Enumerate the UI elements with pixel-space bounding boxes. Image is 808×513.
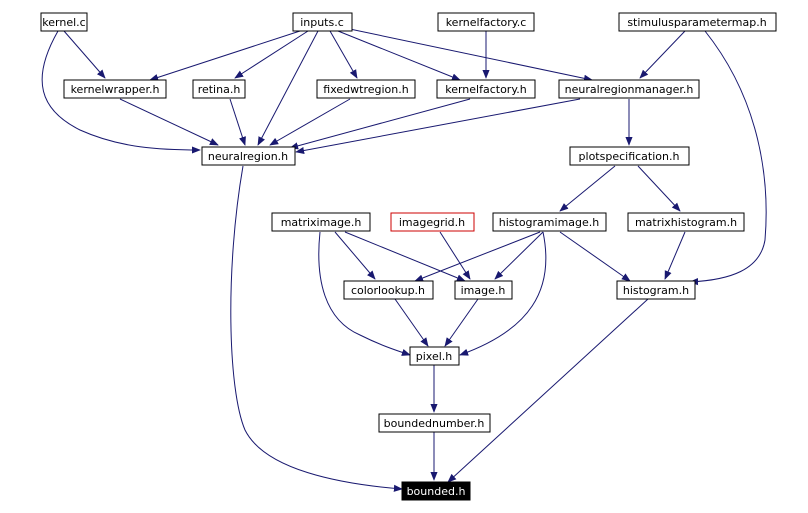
node-label: neuralregionmanager.h (565, 83, 694, 96)
node-neuralregionmanager-h[interactable]: neuralregionmanager.h (558, 79, 700, 99)
edge-retina-h-to-neuralregion-h (229, 98, 246, 146)
edge-image-h-to-pixel-h (444, 298, 479, 347)
edge-neuralregion-h-to-bounded-h (230, 165, 403, 492)
edge-plotspecification-to-histogramimage (559, 165, 616, 212)
edge-matriximage-h-to-colorlookup-h (334, 231, 376, 280)
node-label: histogram.h (623, 284, 689, 297)
edge-kernel-c-to-neuralregion-h (41, 30, 201, 154)
node-label: colorlookup.h (351, 284, 425, 297)
node-label: neuralregion.h (208, 150, 288, 163)
edge-histogramimage-h-to-histogram-h (559, 231, 631, 282)
node-retina-h[interactable]: retina.h (192, 79, 246, 99)
edge-kernelfactory-h-to-neuralregion-h (289, 98, 471, 150)
node-label: inputs.c (300, 16, 344, 29)
node-label: matriximage.h (281, 216, 362, 229)
node-bounded-h[interactable]: bounded.h (401, 481, 471, 501)
node-histogram-h[interactable]: histogram.h (616, 280, 696, 300)
edge-stimulusparametermap-to-histogram (689, 30, 767, 286)
edge-inputs-c-to-kernelfactory-h (337, 30, 461, 81)
node-label: retina.h (198, 83, 241, 96)
edge-inputs-c-to-neuralregion-h (257, 30, 319, 146)
node-histogramimage-h[interactable]: histogramimage.h (492, 212, 607, 232)
node-label: matrixhistogram.h (635, 216, 737, 229)
node-matrixhistogram-h[interactable]: matrixhistogram.h (627, 212, 745, 232)
node-label: fixedwtregion.h (323, 83, 408, 96)
node-matriximage-h[interactable]: matriximage.h (271, 212, 371, 232)
edge-matriximage-h-to-pixel-h (318, 231, 411, 356)
edge-histogramimage-h-to-colorlookup-h (414, 231, 541, 282)
node-kernel-c[interactable]: kernel.c (40, 12, 88, 32)
node-label: pixel.h (416, 350, 453, 363)
node-label: kernelwrapper.h (71, 83, 160, 96)
node-label: imagegrid.h (399, 216, 465, 229)
edge-inputs-c-to-retina-h (234, 30, 309, 79)
node-label: boundednumber.h (384, 417, 485, 430)
node-stimulusparametermap-h[interactable]: stimulusparametermap.h (618, 12, 777, 32)
node-label: plotspecification.h (579, 150, 680, 163)
edge-imagegrid-h-to-image-h (439, 231, 471, 280)
node-plotspecification-h[interactable]: plotspecification.h (569, 146, 690, 166)
edge-histogram-h-to-bounded-h (447, 298, 649, 483)
node-label: histogramimage.h (499, 216, 600, 229)
edge-colorlookup-h-to-pixel-h (394, 298, 429, 347)
node-imagegrid-h[interactable]: imagegrid.h (390, 212, 475, 232)
node-label: kernelfactory.h (445, 83, 527, 96)
node-label: kernelfactory.c (446, 16, 527, 29)
edge-inputs-c-to-fixedwtregion-h (329, 30, 358, 79)
node-label: stimulusparametermap.h (627, 16, 766, 29)
node-label: image.h (461, 284, 506, 297)
edge-histogramimage-h-to-pixel-h (459, 231, 547, 356)
node-fixedwtregion-h[interactable]: fixedwtregion.h (316, 79, 416, 99)
node-boundednumber-h[interactable]: boundednumber.h (378, 413, 491, 433)
edge-inputs-c-to-kernelwrapper-h (149, 30, 301, 81)
node-kernelwrapper-h[interactable]: kernelwrapper.h (63, 79, 167, 99)
node-inputs-c[interactable]: inputs.c (292, 12, 353, 32)
node-pixel-h[interactable]: pixel.h (409, 346, 460, 366)
edge-stimulusparametermap-to-neuralregionmanager (639, 30, 686, 79)
node-label: bounded.h (407, 485, 466, 498)
node-colorlookup-h[interactable]: colorlookup.h (343, 280, 434, 300)
edge-matriximage-h-to-image-h (344, 231, 466, 282)
node-image-h[interactable]: image.h (454, 280, 513, 300)
edge-neuralregionmanager-to-neuralregion (295, 98, 581, 155)
edge-histogramimage-h-to-image-h (494, 231, 544, 280)
node-neuralregion-h[interactable]: neuralregion.h (201, 146, 296, 166)
node-kernelfactory-h[interactable]: kernelfactory.h (436, 79, 536, 99)
edge-kernel-c-to-kernelwrapper-h (63, 30, 106, 79)
edge-matrixhistogram-h-to-histogram-h (664, 231, 686, 280)
edge-inputs-c-to-neuralregionmanager-h (344, 27, 593, 82)
edge-plotspecification-to-matrixhistogram (637, 165, 681, 212)
edge-kernelwrapper-h-to-neuralregion-h (119, 98, 219, 146)
node-kernelfactory-c[interactable]: kernelfactory.c (437, 12, 535, 32)
node-label: kernel.c (42, 16, 85, 29)
edge-fixedwtregion-h-to-neuralregion-h (269, 98, 351, 146)
